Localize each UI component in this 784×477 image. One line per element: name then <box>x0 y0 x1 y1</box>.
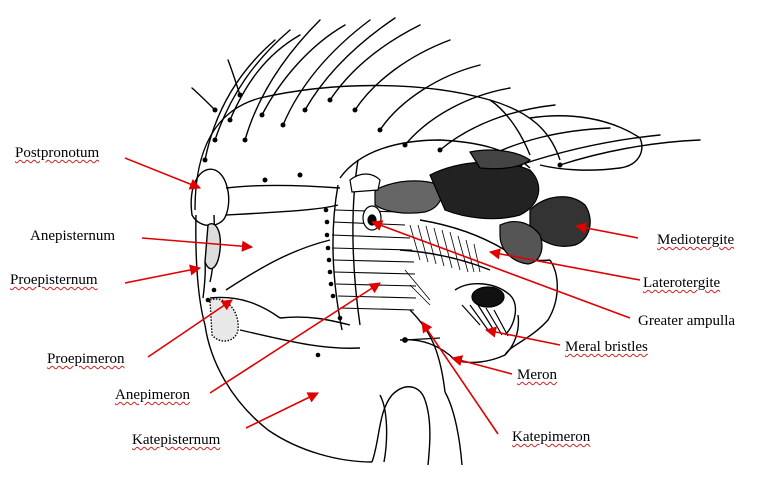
label-katepisternum: Katepisternum <box>132 432 221 448</box>
label-meral-bristles: Meral bristles <box>565 339 648 355</box>
label-proepimeron: Proepimeron <box>47 351 125 367</box>
label-proepisternum: Proepisternum <box>10 272 98 288</box>
label-mediotergite: Mediotergite <box>657 232 735 248</box>
meral-area <box>402 286 509 343</box>
wing-base-sclerites <box>349 149 540 231</box>
label-laterotergite: Laterotergite <box>643 275 721 291</box>
laterotergite-hatching <box>404 224 481 306</box>
label-greater-ampulla: Greater ampulla <box>638 313 736 329</box>
label-anepisternum: Anepisternum <box>30 228 115 244</box>
ridge-sockets <box>205 207 343 358</box>
label-katepimeron: Katepimeron <box>512 429 591 445</box>
label-meron: Meron <box>517 367 557 383</box>
dorsal-bristles <box>191 17 701 166</box>
annotation-arrows <box>124 157 641 435</box>
mediotergite-shape <box>499 196 591 265</box>
label-anepimeron: Anepimeron <box>115 387 190 403</box>
thorax-outline <box>190 84 643 466</box>
label-postpronotum: Postpronotum <box>15 145 100 161</box>
